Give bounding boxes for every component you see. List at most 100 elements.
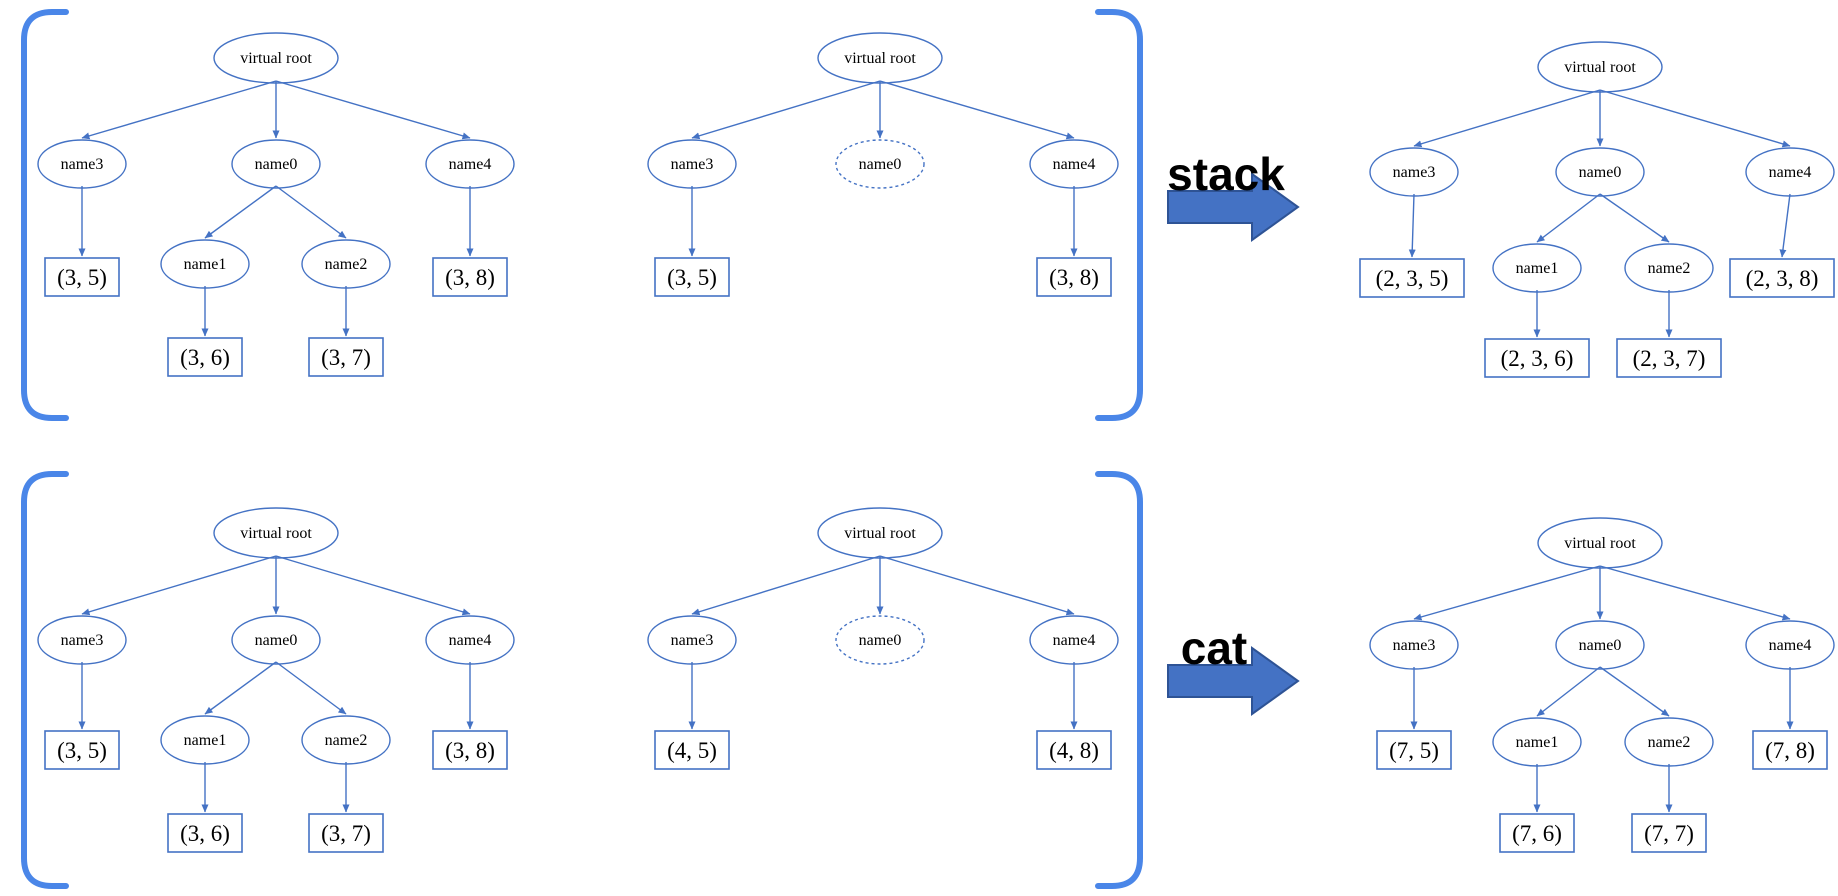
tree-node-label-name4: name4 (449, 632, 492, 649)
tree-node-label-name1: name1 (184, 256, 227, 273)
tree-node-root (817, 32, 943, 84)
tree-node-label-name3: name3 (61, 632, 104, 649)
tree-node-name0 (835, 139, 925, 189)
tree-leaf-label-leaf_2_3_8: (2, 3, 8) (1746, 266, 1819, 291)
tree-leaf-leaf_2_3_5 (1359, 258, 1465, 298)
tree-leaf-label-leaf_3_5: (3, 5) (667, 265, 717, 290)
tree-edge-root-name4 (275, 80, 471, 140)
tree-node-label-name4: name4 (1053, 156, 1096, 173)
tree-node-label-name4: name4 (449, 156, 492, 173)
tree-edge-root-name3 (81, 555, 277, 616)
tree-node-name3 (647, 615, 737, 665)
tree-leaf-label-leaf_7_6: (7, 6) (1512, 821, 1562, 846)
tree-leaf-leaf_4_5 (654, 730, 730, 770)
tree-leaf-label-leaf_2_3_7: (2, 3, 7) (1633, 346, 1706, 371)
tree-node-name1 (1492, 243, 1582, 293)
tree-node-name2 (1624, 243, 1714, 293)
tree-leaf-leaf_3_5 (44, 730, 120, 770)
tree-node-root (213, 507, 339, 559)
tree-edge-root-name4 (1599, 89, 1791, 148)
tree-node-name4 (425, 615, 515, 665)
tree-node-name4 (1745, 147, 1835, 197)
tree-edge-root-name4 (879, 80, 1075, 140)
tree-leaf-label-leaf_4_5: (4, 5) (667, 738, 717, 763)
tree-node-label-name3: name3 (1393, 164, 1436, 181)
tree-node-name3 (647, 139, 737, 189)
tree-node-label-name3: name3 (1393, 637, 1436, 654)
tree-node-name0 (1555, 620, 1645, 670)
tree-node-label-root: virtual root (240, 525, 312, 542)
tree-node-name3 (37, 139, 127, 189)
tree-node-name1 (160, 715, 250, 765)
stack-row-operation-label: stack (1167, 148, 1285, 200)
tree-edge-name0-name2 (275, 661, 347, 715)
tree-edge-root-name3 (691, 80, 881, 140)
tree-node-label-name4: name4 (1769, 164, 1812, 181)
tree-edge-name0-name2 (275, 185, 347, 239)
tree-leaf-leaf_3_5 (654, 257, 730, 297)
tree-node-label-name1: name1 (1516, 260, 1559, 277)
tree-node-root (817, 507, 943, 559)
tree-node-label-name3: name3 (671, 156, 714, 173)
stack-row: stack virtual root name3 name0 name4 (3, 5) na… (21, 9, 1835, 421)
tree-node-name3 (1369, 620, 1459, 670)
tree-node-name3 (1369, 147, 1459, 197)
tree-node-label-name3: name3 (671, 632, 714, 649)
tree-edge-root-name4 (879, 555, 1075, 616)
tree-node-label-name3: name3 (61, 156, 104, 173)
tree-node-name1 (1492, 717, 1582, 767)
tree-node-label-root: virtual root (240, 50, 312, 67)
tree-leaf-leaf_7_5 (1376, 730, 1452, 770)
cat-row-operation-label: cat (1181, 622, 1247, 674)
tree-edge-name0-name1 (1536, 666, 1601, 717)
tree-node-root (1537, 41, 1663, 93)
tree-leaf-leaf_3_8 (1036, 257, 1112, 297)
tree-leaf-label-leaf_3_6: (3, 6) (180, 345, 230, 370)
tree-leaf-leaf_2_3_8 (1729, 258, 1835, 298)
tree-edge-name0-name1 (1536, 193, 1601, 243)
tree-leaf-leaf_3_7 (308, 813, 384, 853)
tree-node-label-name2: name2 (1648, 260, 1691, 277)
tree-edge-name0-name2 (1599, 193, 1670, 243)
tree-node-label-name4: name4 (1053, 632, 1096, 649)
tree-leaf-leaf_3_6 (167, 337, 243, 377)
tree-node-name3 (37, 615, 127, 665)
tree-node-label-name2: name2 (1648, 734, 1691, 751)
tree-edge-root-name3 (1413, 565, 1601, 621)
tree-leaf-leaf_3_8 (432, 730, 508, 770)
right-bracket (1095, 9, 1143, 421)
tree-node-name2 (1624, 717, 1714, 767)
tree-node-label-name0: name0 (1579, 637, 1622, 654)
tree-leaf-label-leaf_2_3_6: (2, 3, 6) (1501, 346, 1574, 371)
tree-leaf-label-leaf_2_3_5: (2, 3, 5) (1376, 266, 1449, 291)
tree-node-label-name0: name0 (1579, 164, 1622, 181)
tree-leaf-label-leaf_7_7: (7, 7) (1644, 821, 1694, 846)
tree-edge-name4-leaf_2_3_8 (1779, 193, 1791, 258)
tree-node-label-root: virtual root (1564, 535, 1636, 552)
tree-node-label-root: virtual root (844, 525, 916, 542)
tree-node-name2 (301, 715, 391, 765)
tree-leaf-label-leaf_3_7: (3, 7) (321, 821, 371, 846)
tree-leaf-label-leaf_3_8: (3, 8) (1049, 265, 1099, 290)
tree-node-root (1537, 517, 1663, 569)
tree-leaf-leaf_7_8 (1752, 730, 1828, 770)
tree-leaf-leaf_2_3_7 (1616, 338, 1722, 378)
tree-leaf-label-leaf_3_7: (3, 7) (321, 345, 371, 370)
tree-edge-root-name4 (1599, 565, 1791, 621)
tree-leaf-label-leaf_3_8: (3, 8) (445, 738, 495, 763)
tree-node-name4 (1029, 139, 1119, 189)
left-bracket (21, 9, 69, 421)
right-bracket (1095, 471, 1143, 889)
tree-edge-name0-name2 (1599, 666, 1670, 717)
tree-node-name0 (835, 615, 925, 665)
stack-row-block-arrow-icon (1167, 172, 1300, 242)
tree-node-label-root: virtual root (1564, 59, 1636, 76)
